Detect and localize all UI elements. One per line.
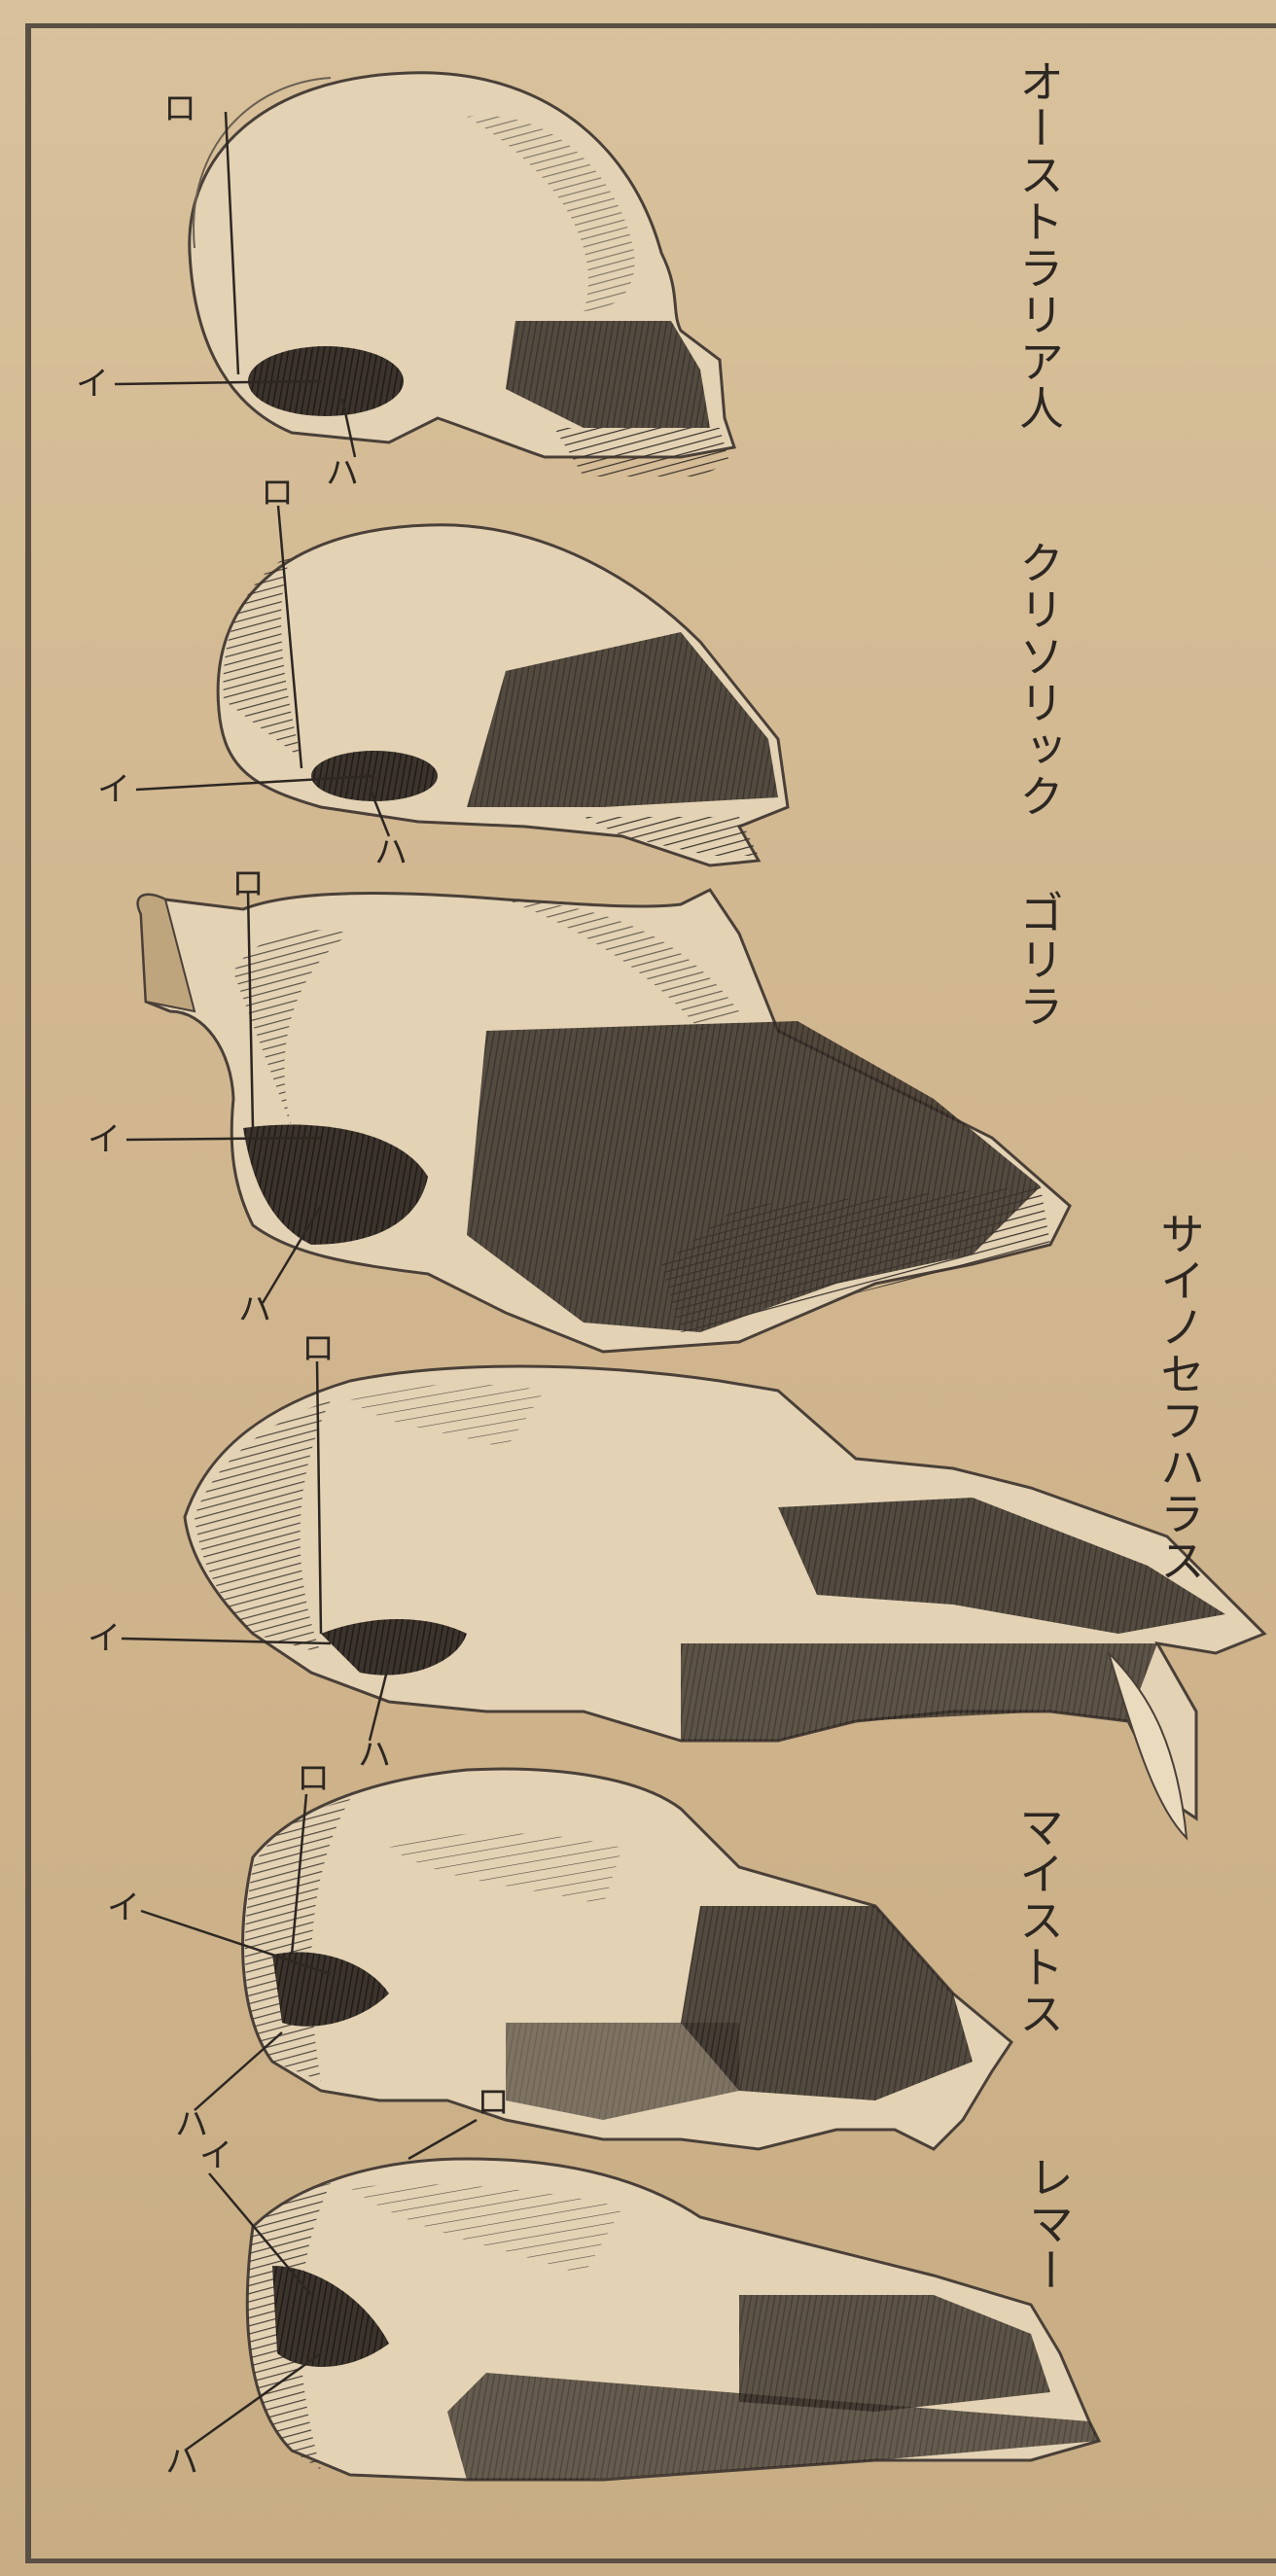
- marker-ha: ハ: [374, 836, 408, 869]
- skull-australian: [190, 73, 734, 476]
- marker-ro: ロ: [163, 92, 196, 125]
- marker-ro: ロ: [477, 2086, 510, 2119]
- label-lemur: レマー: [1026, 2154, 1071, 2294]
- skull-cynocephalus: [185, 1366, 1264, 1838]
- label-cynocephalus: サイノセフハラス: [1157, 1211, 1202, 1584]
- marker-i: イ: [97, 773, 130, 806]
- marker-i: イ: [76, 368, 109, 401]
- marker-ha: ハ: [238, 1293, 271, 1326]
- marker-ha: ハ: [165, 2446, 198, 2479]
- marker-i: イ: [107, 1891, 140, 1924]
- label-chrysothrix: クリソリック: [1016, 540, 1061, 820]
- marker-ro: ロ: [301, 1332, 335, 1365]
- label-australian: オーストラリア人: [1016, 58, 1061, 432]
- skull-chrysothrix: [218, 525, 788, 865]
- label-gorilla: ゴリラ: [1016, 890, 1061, 1030]
- marker-ha: ハ: [358, 1739, 391, 1772]
- label-mystus: マイストス: [1016, 1804, 1061, 2037]
- marker-i: イ: [88, 1123, 121, 1156]
- marker-ro: ロ: [261, 476, 294, 510]
- marker-ro: ロ: [297, 1762, 330, 1795]
- marker-ro: ロ: [231, 867, 265, 900]
- marker-ha: ハ: [326, 457, 359, 490]
- marker-i: イ: [199, 2139, 232, 2172]
- skull-lemur: [247, 2159, 1099, 2480]
- skull-gorilla: [138, 890, 1070, 1352]
- marker-i: イ: [88, 1622, 121, 1655]
- skull-mystus: [243, 1769, 1011, 2149]
